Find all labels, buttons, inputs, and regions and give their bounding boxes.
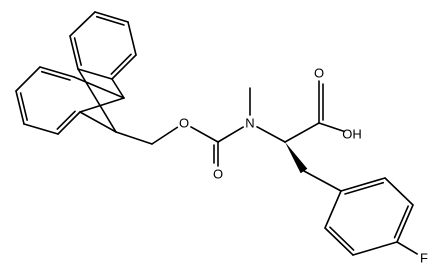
- bond-line: [318, 122, 346, 133]
- double-bond-line: [110, 53, 132, 75]
- atom-label-oh: OH: [342, 127, 362, 142]
- bond-line: [324, 190, 342, 229]
- double-bond-line: [329, 226, 355, 251]
- atoms-layer: O O N O OH F: [179, 66, 428, 266]
- double-bond-line: [95, 15, 125, 26]
- bond-line: [73, 76, 125, 99]
- bond-line: [256, 126, 286, 143]
- bond-line: [77, 68, 113, 80]
- bond-line: [57, 111, 81, 135]
- double-bond-line: [19, 92, 28, 121]
- double-bond-line: [56, 110, 76, 130]
- double-bond-line: [344, 181, 385, 195]
- bond-line: [303, 170, 342, 192]
- bond-line: [217, 126, 244, 143]
- bond-line: [23, 123, 59, 135]
- bond-line: [384, 177, 414, 206]
- bond-line: [340, 177, 386, 192]
- atom-label-o2: O: [213, 167, 223, 182]
- bond-line: [127, 21, 137, 56]
- bond-line: [324, 227, 354, 256]
- bond-line: [396, 241, 418, 255]
- atom-label-o3: O: [314, 66, 324, 81]
- wedge-bond: [285, 142, 308, 174]
- bond-line: [111, 78, 125, 99]
- bond-line: [79, 111, 117, 133]
- atom-label-o1: O: [179, 116, 189, 131]
- bond-line: [115, 131, 153, 145]
- bond-line: [396, 204, 414, 243]
- atom-label-n1: N: [245, 116, 254, 131]
- bond-line: [77, 68, 117, 133]
- double-bond-line: [73, 37, 82, 66]
- bond-line: [15, 90, 25, 125]
- double-bond-line: [393, 205, 409, 239]
- bond-line: [94, 11, 129, 23]
- bond-line: [190, 126, 219, 143]
- bond-line: [284, 122, 320, 143]
- bond-line: [79, 97, 125, 113]
- bond-line: [151, 126, 179, 145]
- atom-label-f1: F: [420, 251, 428, 266]
- bond-line: [69, 35, 79, 70]
- bonds-layer: [15, 11, 418, 256]
- bond-line: [15, 66, 41, 92]
- bond-line: [352, 241, 398, 256]
- bond-line: [39, 66, 75, 78]
- bond-line: [69, 11, 96, 37]
- bond-line: [111, 54, 137, 80]
- double-bond-line: [40, 70, 71, 81]
